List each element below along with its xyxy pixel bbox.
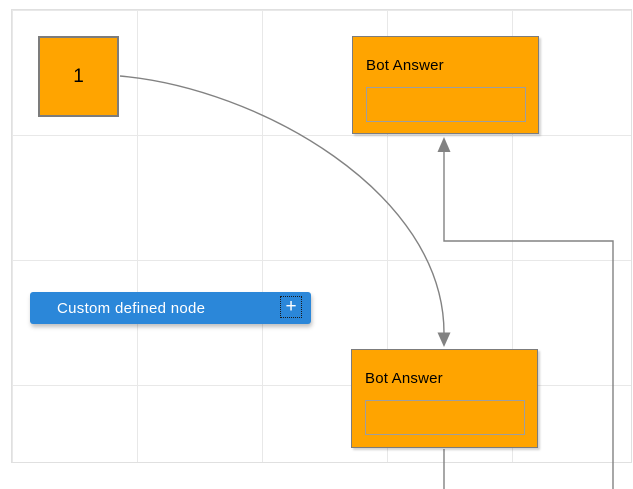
bot-answer-field[interactable] xyxy=(366,87,526,122)
node-title: Bot Answer xyxy=(366,57,444,74)
node-custom-defined[interactable]: Custom defined node + xyxy=(30,292,311,324)
custom-node-label: Custom defined node xyxy=(57,299,206,317)
node-title: Bot Answer xyxy=(365,370,443,387)
node-start[interactable]: 1 xyxy=(38,36,119,117)
bot-answer-field[interactable] xyxy=(365,400,525,435)
node-start-label: 1 xyxy=(73,65,84,87)
node-bot-answer-bottom[interactable]: Bot Answer xyxy=(351,349,538,448)
plus-icon: + xyxy=(285,295,297,317)
arrowhead-up-icon xyxy=(437,137,451,152)
add-node-button[interactable]: + xyxy=(280,296,302,318)
connector-bottom-to-top[interactable] xyxy=(443,152,614,489)
node-bot-answer-top[interactable]: Bot Answer xyxy=(352,36,539,134)
connector-start-to-bottom[interactable] xyxy=(119,75,445,334)
arrowhead-down-icon xyxy=(437,332,451,347)
